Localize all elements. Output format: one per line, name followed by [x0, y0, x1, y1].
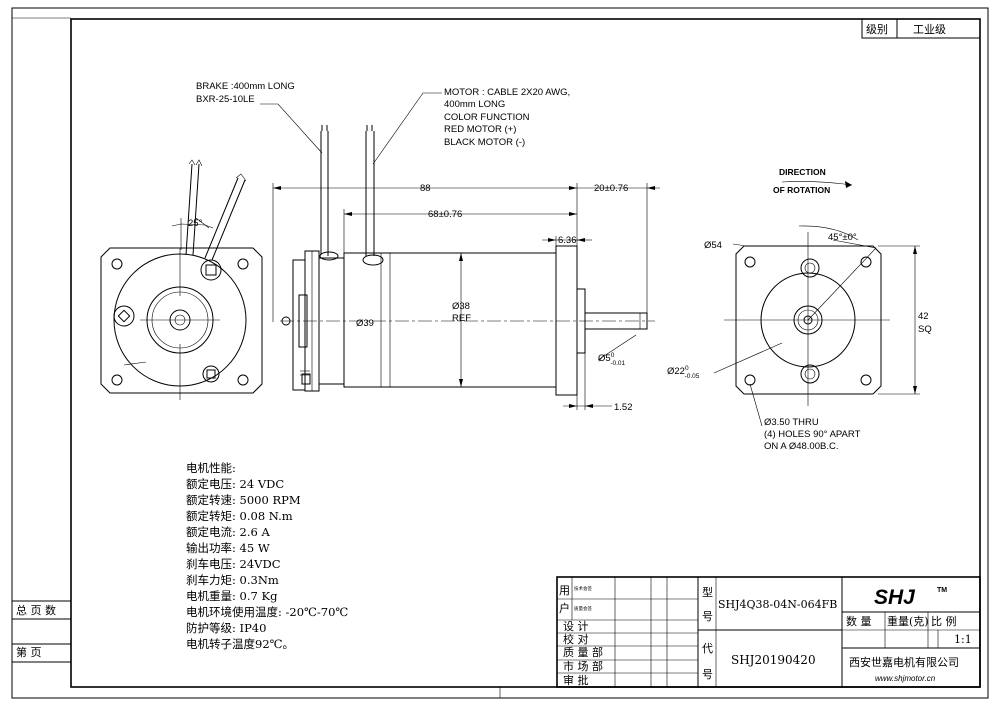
total-pages-label: 总 页 数: [16, 603, 56, 617]
motor-callout-1: MOTOR : CABLE 2X20 AWG,: [444, 87, 570, 98]
holes-callout-2: (4) HOLES 90° APART: [764, 429, 861, 440]
dim-sq: SQ: [918, 324, 932, 335]
code-label-2: 号: [702, 668, 713, 681]
front-view: [100, 159, 263, 400]
row-label: 质 量 部: [563, 645, 603, 659]
spec-line: 电机环境使用温度: -20℃-70℃: [186, 605, 348, 619]
dim-152: 1.52: [614, 402, 633, 413]
end-view: [713, 225, 920, 427]
dim-angle45: 45°±0°: [828, 232, 857, 243]
side-view: [280, 125, 655, 410]
scale-value: 1:1: [954, 633, 972, 646]
grade-value: 工业级: [913, 23, 946, 36]
spec-line: 输出功率: 45 W: [186, 541, 270, 555]
spec-line: 电机转子温度92℃。: [186, 637, 294, 651]
spec-line: 额定电流: 2.6 A: [186, 525, 270, 539]
row-label: 市 场 部: [563, 659, 603, 673]
tech-review-label: 技术会签: [574, 585, 592, 592]
spec-line: 刹车电压: 24VDC: [186, 557, 281, 571]
header-scale: 比 例: [931, 614, 957, 628]
dim-636: 6.36: [558, 235, 577, 246]
motor-callout-2: 400mm LONG: [444, 99, 505, 110]
model-label-2: 号: [702, 610, 713, 623]
company-logo: SHJ: [874, 586, 916, 609]
model-number: SHJ4Q38-04N-064FB: [718, 598, 837, 611]
row-label: 设 计: [563, 620, 589, 633]
grade-label: 级别: [866, 23, 888, 36]
direction-label-1: DIRECTION: [779, 167, 826, 177]
holes-callout-3: ON A Ø48.00B.C.: [764, 441, 838, 452]
dim-88: 88: [420, 183, 431, 194]
header-qty: 数 量: [846, 615, 872, 628]
spec-line: 防护等级: IP40: [186, 621, 266, 635]
code-number: SHJ20190420: [731, 653, 816, 667]
row-label: 审 批: [563, 673, 589, 687]
motor-callout-5: BLACK MOTOR (-): [444, 137, 525, 148]
dim-shaft: Ø50-0.01: [598, 352, 626, 367]
code-label-1: 代: [702, 642, 713, 655]
dim-pilot: Ø220-0.05: [667, 365, 700, 380]
company-name: 西安世嘉电机有限公司: [849, 655, 959, 669]
callout-leaders: [260, 92, 853, 188]
holes-callout-1: Ø3.50 THRU: [764, 417, 819, 428]
spec-line: 电机性能:: [186, 461, 236, 475]
brake-callout-2: BXR-25-10LE: [196, 94, 255, 105]
dim-20: 20±0.76: [594, 183, 628, 194]
spec-line: 额定电压: 24 VDC: [186, 477, 284, 491]
trademark-mark: TM: [937, 587, 947, 594]
inner-border: [70, 18, 981, 688]
title-block: [556, 576, 981, 688]
brake-callout-1: BRAKE :400mm LONG: [196, 81, 295, 92]
dim-ref: REF: [452, 313, 471, 324]
angle-25-label: 25°: [188, 218, 203, 229]
dim-68: 68±0.76: [428, 209, 462, 220]
header-weight: 重量(克): [887, 614, 929, 628]
dim-42: 42: [918, 311, 929, 322]
model-label-1: 型: [702, 585, 713, 599]
spec-list: 电机性能: 额定电压: 24 VDC 额定转速: 5000 RPM 额定转矩: …: [186, 461, 348, 651]
dim-dia54: Ø54: [704, 240, 722, 251]
dim-dia38: Ø38: [452, 301, 470, 312]
spec-line: 刹车力矩: 0.3Nm: [186, 573, 279, 587]
row-label: 校 对: [563, 632, 589, 646]
user-label-2: 户: [559, 601, 570, 615]
spec-line: 额定转矩: 0.08 N.m: [186, 509, 293, 523]
direction-label-2: OF ROTATION: [773, 185, 830, 195]
side-dimensions: [272, 183, 660, 408]
quality-review-label: 质量会签: [574, 605, 592, 612]
company-website: www.shjmotor.cn: [875, 674, 936, 683]
motor-callout-3: COLOR FUNCTION: [444, 112, 530, 123]
user-label-1: 用: [559, 584, 570, 597]
page-label: 第 页: [16, 645, 42, 659]
dim-dia39: Ø39: [356, 318, 374, 329]
grade-box: [861, 18, 981, 39]
motor-callout-4: RED MOTOR (+): [444, 124, 516, 135]
spec-line: 额定转速: 5000 RPM: [186, 493, 301, 507]
spec-line: 电机重量: 0.7 Kg: [186, 589, 278, 603]
